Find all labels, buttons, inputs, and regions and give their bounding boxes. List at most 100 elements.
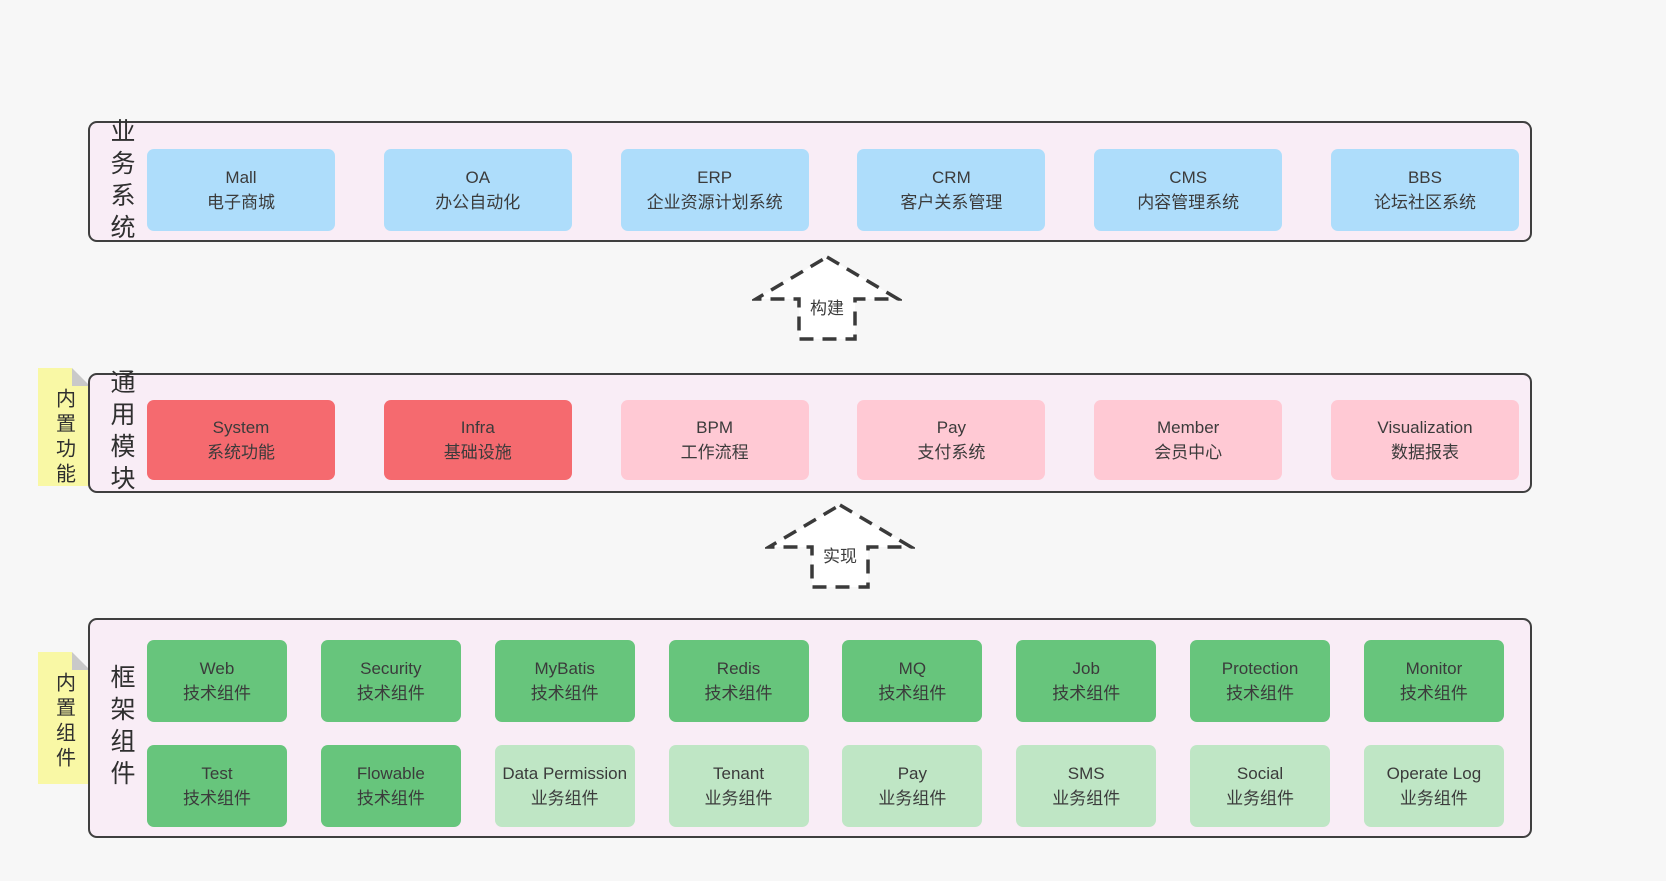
module-box-member: Member 会员中心: [1094, 400, 1283, 480]
box-subtitle: 内容管理系统: [1137, 193, 1240, 212]
box-subtitle: 技术组件: [1399, 684, 1468, 703]
box-subtitle: 电子商城: [207, 193, 275, 212]
box-subtitle: 办公自动化: [435, 193, 521, 212]
box-title: Redis: [716, 658, 761, 678]
box-subtitle: 客户关系管理: [900, 193, 1003, 212]
box-subtitle: 支付系统: [917, 443, 986, 462]
box-subtitle: 技术组件: [1226, 684, 1295, 703]
component-box-pay: Pay 业务组件: [842, 745, 983, 827]
box-title: Security: [360, 658, 422, 678]
sticky-note-built-in-components: 内置组件: [38, 652, 90, 784]
box-subtitle: 业务组件: [530, 789, 599, 808]
box-subtitle: 论坛社区系统: [1373, 193, 1476, 212]
arrow-implement: 实现: [765, 502, 915, 590]
box-title: Tenant: [713, 763, 765, 783]
box-title: ERP: [697, 167, 733, 187]
box-subtitle: 业务组件: [704, 789, 773, 808]
component-box-web: Web 技术组件: [147, 640, 287, 722]
box-title: Pay: [897, 763, 928, 783]
system-box-mall: Mall 电子商城: [147, 149, 335, 231]
box-title: MQ: [898, 658, 927, 678]
component-box-data-permission: Data Permission 业务组件: [494, 745, 635, 827]
box-title: Protection: [1221, 658, 1299, 678]
sticky-note-label: 内置功能: [52, 388, 75, 488]
component-box-test: Test 技术组件: [147, 745, 287, 827]
box-title: CMS: [1169, 167, 1208, 187]
component-box-protection: Protection 技术组件: [1190, 640, 1331, 722]
box-subtitle: 企业资源计划系统: [646, 193, 783, 212]
box-title: Monitor: [1405, 658, 1463, 678]
component-box-mq: MQ 技术组件: [842, 640, 983, 722]
component-box-sms: SMS 业务组件: [1016, 745, 1157, 827]
box-subtitle: 技术组件: [356, 684, 425, 703]
box-title: CRM: [932, 167, 971, 187]
arrow-label: 构建: [810, 299, 844, 318]
box-title: Web: [199, 658, 235, 678]
component-box-operate-log: Operate Log 业务组件: [1363, 745, 1504, 827]
box-title: MyBatis: [534, 658, 595, 678]
layer-business-systems: 业务系统 Mall 电子商城 OA 办公自动化 ERP 企业资源计划系统 CRM…: [88, 118, 1532, 246]
box-subtitle: 技术组件: [183, 684, 251, 703]
box-subtitle: 技术组件: [704, 684, 773, 703]
framework-boxes-row-1: Web 技术组件 Security 技术组件 MyBatis 技术组件 Redi…: [147, 640, 1504, 722]
component-box-tenant: Tenant 业务组件: [668, 745, 809, 827]
box-title: BPM: [696, 417, 734, 437]
module-box-bpm: BPM 工作流程: [620, 400, 809, 480]
framework-boxes-row-2: Test 技术组件 Flowable 技术组件 Data Permission …: [147, 745, 1504, 827]
component-box-monitor: Monitor 技术组件: [1363, 640, 1504, 722]
component-box-security: Security 技术组件: [320, 640, 461, 722]
module-boxes-row: System 系统功能 Infra 基础设施 BPM 工作流程 Pay 支付系统…: [147, 400, 1519, 480]
box-subtitle: 业务组件: [1226, 789, 1295, 808]
box-title: Visualization: [1377, 417, 1473, 437]
box-title: Pay: [936, 417, 967, 437]
module-box-visualization: Visualization 数据报表: [1330, 400, 1519, 480]
box-subtitle: 数据报表: [1390, 443, 1459, 462]
box-title: System: [212, 417, 270, 437]
box-title: Data Permission: [502, 763, 628, 783]
component-box-mybatis: MyBatis 技术组件: [494, 640, 635, 722]
box-subtitle: 业务组件: [1052, 789, 1121, 808]
box-title: Infra: [460, 417, 495, 437]
box-title: SMS: [1067, 763, 1105, 783]
arrow-label: 实现: [823, 547, 857, 566]
up-arrow-icon: 实现: [765, 502, 915, 589]
box-title: BBS: [1407, 167, 1442, 187]
box-title: Job: [1072, 658, 1100, 678]
box-title: Test: [201, 763, 233, 783]
box-subtitle: 基础设施: [443, 443, 512, 462]
box-subtitle: 业务组件: [878, 789, 947, 808]
module-box-infra: Infra 基础设施: [383, 400, 572, 480]
arrow-build: 构建: [752, 254, 902, 342]
box-subtitle: 技术组件: [878, 684, 947, 703]
business-boxes-row: Mall 电子商城 OA 办公自动化 ERP 企业资源计划系统 CRM 客户关系…: [147, 149, 1519, 231]
component-box-redis: Redis 技术组件: [668, 640, 809, 722]
box-title: Social: [1236, 763, 1284, 783]
box-subtitle: 系统功能: [207, 443, 275, 462]
box-subtitle: 业务组件: [1399, 789, 1468, 808]
component-box-job: Job 技术组件: [1016, 640, 1157, 722]
layer-label-framework-components: 框架组件: [107, 664, 135, 792]
box-subtitle: 会员中心: [1154, 443, 1223, 462]
box-subtitle: 技术组件: [530, 684, 599, 703]
system-box-erp: ERP 企业资源计划系统: [620, 149, 809, 231]
system-box-cms: CMS 内容管理系统: [1094, 149, 1283, 231]
box-title: Mall: [225, 167, 257, 187]
box-title: Flowable: [356, 763, 425, 783]
layer-framework-components: 框架组件 Web 技术组件 Security 技术组件 MyBatis 技术组件…: [88, 618, 1532, 838]
system-box-oa: OA 办公自动化: [383, 149, 572, 231]
module-box-pay: Pay 支付系统: [857, 400, 1046, 480]
sticky-note-built-in-features: 内置功能: [38, 368, 90, 488]
system-box-crm: CRM 客户关系管理: [857, 149, 1046, 231]
system-box-bbs: BBS 论坛社区系统: [1330, 149, 1519, 231]
box-subtitle: 技术组件: [1052, 684, 1121, 703]
layer-label-business-systems: 业务系统: [107, 117, 135, 246]
layer-common-modules: 通用模块 System 系统功能 Infra 基础设施 BPM 工作流程 Pay…: [88, 369, 1532, 497]
module-box-system: System 系统功能: [147, 400, 335, 480]
box-title: Operate Log: [1386, 763, 1482, 783]
box-subtitle: 工作流程: [680, 443, 749, 462]
box-subtitle: 技术组件: [356, 789, 425, 808]
box-title: OA: [465, 167, 491, 187]
sticky-note-label: 内置组件: [52, 672, 75, 772]
box-subtitle: 技术组件: [183, 789, 251, 808]
